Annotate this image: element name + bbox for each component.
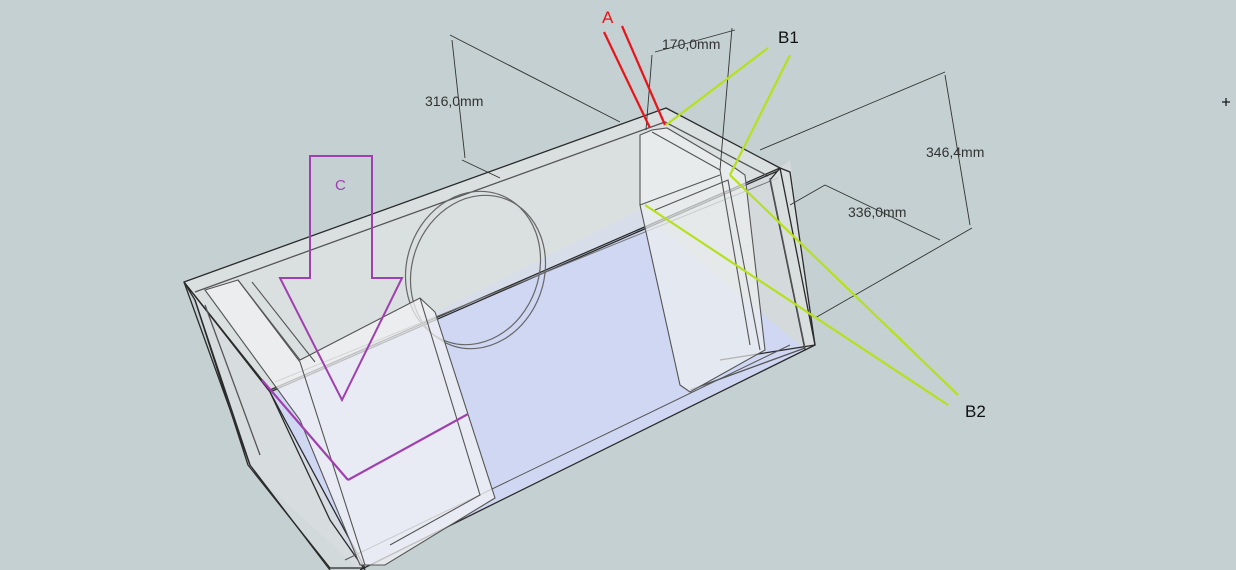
dimension-label-346: 346,4mm (926, 144, 984, 160)
dimension-label-336: 336,0mm (848, 204, 906, 220)
callout-c-cut-line (261, 379, 469, 481)
callout-c-arrow (278, 155, 404, 403)
left-brace-panel (204, 279, 496, 566)
callout-b2-label: B2 (965, 402, 986, 421)
callout-b1-lines (665, 47, 791, 176)
callout-b2-lines (644, 174, 959, 406)
right-brace-panel (639, 127, 766, 393)
cursor-icon (1222, 98, 1230, 106)
callout-a-label: A (602, 8, 614, 27)
callout-a-lines (603, 25, 667, 129)
callout-c-label: C (335, 177, 346, 194)
enclosure-right-side (769, 167, 816, 351)
dimension-label-316: 316,0mm (425, 93, 483, 109)
dimension-label-170: 170,0mm (662, 36, 720, 52)
speaker-cutout (404, 190, 547, 350)
dimension-lines (449, 27, 973, 319)
callout-b1-label: B1 (778, 28, 799, 47)
